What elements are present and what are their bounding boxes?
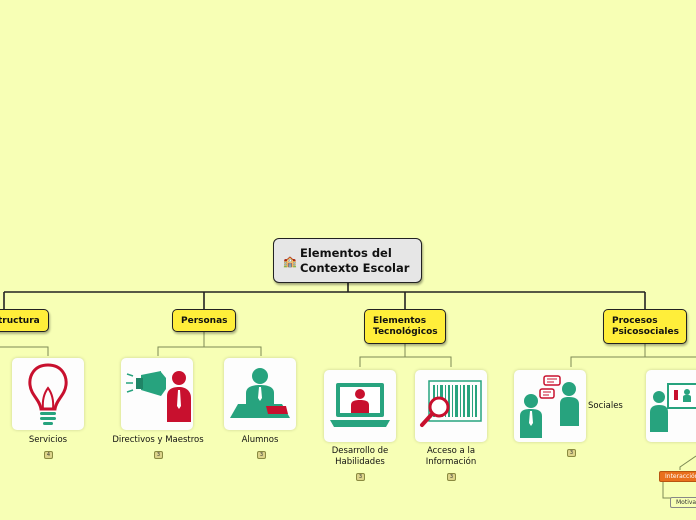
servicios-label: Servicios [28, 435, 68, 445]
topic-personas[interactable]: Personas [172, 309, 236, 332]
topic-elementos-tecnologicos[interactable]: Elementos Tecnológicos [364, 309, 446, 344]
topic-procesos-psicosociales[interactable]: Procesos Psicosociales [603, 309, 687, 344]
node-directivos[interactable] [121, 358, 193, 430]
node-presentation[interactable] [646, 370, 696, 442]
topic-psico-line2: Psicosociales [612, 327, 679, 337]
topic-tecnologicos-line1: Elementos [373, 316, 427, 326]
root-title-line1: Elementos del [300, 246, 392, 260]
acceso-label: Acceso a la Información [411, 446, 491, 468]
presentation-people-icon [650, 383, 696, 432]
servicios-count-badge[interactable]: 4 [44, 451, 53, 459]
topic-estructura-label: tructura [0, 316, 40, 326]
acceso-label-line1: Acceso a la [426, 446, 476, 456]
barcode-magnifier-icon [420, 380, 482, 427]
alumnos-label: Alumnos [241, 435, 279, 445]
topic-personas-label: Personas [181, 316, 228, 326]
directivos-count-badge[interactable]: 3 [154, 451, 163, 459]
desarrollo-label-line2: Habilidades [335, 457, 385, 467]
school-emoji-icon: 🏫 [283, 255, 297, 268]
megaphone-person-icon [126, 371, 191, 422]
lightbulb-icon [28, 363, 68, 425]
topic-psico-line1: Procesos [612, 316, 658, 326]
root-title-line2: Contexto Escolar [300, 261, 410, 275]
root-node[interactable]: 🏫 Elementos del Contexto Escolar [273, 238, 422, 283]
sociales-count-badge[interactable]: 3 [567, 449, 576, 457]
node-desarrollo-habilidades[interactable] [324, 370, 396, 442]
acceso-count-badge[interactable]: 3 [447, 473, 456, 481]
node-servicios[interactable] [12, 358, 84, 430]
root-title: Elementos del Contexto Escolar [300, 246, 420, 276]
node-sociales[interactable] [514, 370, 586, 442]
sociales-label: Sociales [588, 401, 623, 411]
desarrollo-label-line1: Desarrollo de [331, 446, 389, 456]
desarrollo-count-badge[interactable]: 3 [356, 473, 365, 481]
chat-people-icon [520, 375, 579, 438]
topic-tecnologicos-line2: Tecnológicos [373, 327, 438, 337]
desarrollo-label: Desarrollo de Habilidades [318, 446, 402, 468]
laptop-person-icon [330, 383, 390, 427]
directivos-label: Directivos y Maestros [112, 435, 204, 445]
alumnos-count-badge[interactable]: 3 [257, 451, 266, 459]
motivacion-chip[interactable]: Motivac [670, 497, 696, 508]
interaccion-chip[interactable]: Interacción [659, 471, 696, 482]
topic-estructura[interactable]: tructura [0, 309, 49, 332]
node-alumnos[interactable] [224, 358, 296, 430]
student-desk-icon [230, 368, 290, 418]
node-acceso-informacion[interactable] [415, 370, 487, 442]
acceso-label-line2: Información [425, 457, 477, 467]
